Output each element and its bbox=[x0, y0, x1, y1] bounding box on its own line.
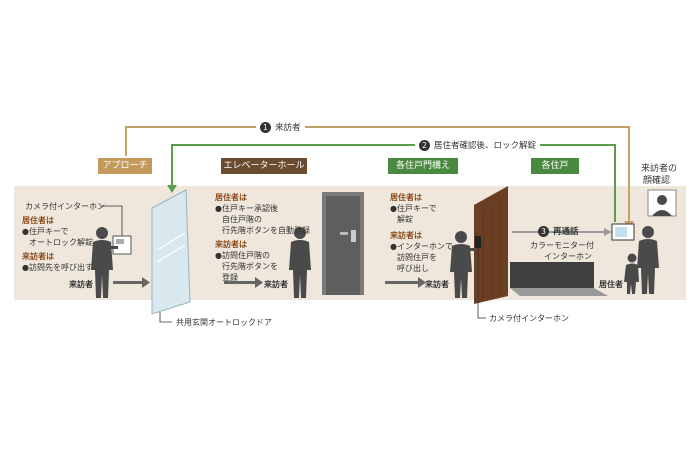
zone-unit: 各住戸 bbox=[531, 158, 579, 174]
approach-resident-line2: オートロック解錠 bbox=[29, 238, 93, 247]
elevator-visitor-line1: ●訪問住戸階の bbox=[215, 251, 270, 260]
approach-resident-title: 居住者は bbox=[22, 216, 54, 225]
elevator-visitor-tag: 来訪者 bbox=[264, 280, 288, 289]
step-number-2: 2 bbox=[419, 139, 430, 151]
flow-label-3: 3 再通話 bbox=[534, 225, 583, 237]
glass-door bbox=[151, 189, 191, 315]
flow-line-1 bbox=[125, 126, 630, 222]
flow-text-3: 再通話 bbox=[553, 227, 579, 237]
unit-monitor-line2: インターホン bbox=[544, 252, 592, 261]
flow-line-2 bbox=[171, 144, 616, 222]
gate-visitor-line3: 呼び出し bbox=[397, 264, 429, 273]
elevator-resident-line2: 自住戸階の bbox=[222, 215, 262, 224]
unit-door bbox=[474, 186, 508, 304]
person-gate-visitor bbox=[450, 231, 476, 298]
flow-text-2: 居住者確認後、ロック解錠 bbox=[434, 141, 537, 151]
gate-visitor-title: 来訪者は bbox=[390, 231, 422, 240]
approach-visitor-title: 来訪者は bbox=[22, 252, 54, 261]
flow-arrow-3 bbox=[604, 228, 612, 236]
flow-arrow-2 bbox=[167, 185, 177, 193]
step-number-1: 1 bbox=[260, 121, 271, 133]
flow-label-1: 1 来訪者 bbox=[256, 121, 305, 133]
elevator-resident-line3: 行先階ボタンを自動登録 bbox=[222, 226, 310, 235]
approach-visitor-line1: ●訪問先を呼び出す bbox=[22, 263, 93, 272]
zone-unit-gate: 各住戸門構え bbox=[388, 158, 458, 174]
person-resident-adult bbox=[637, 226, 659, 294]
gate-resident-title: 居住者は bbox=[390, 193, 422, 202]
flow-text-1: 来訪者 bbox=[275, 123, 301, 133]
elevator-resident-title: 居住者は bbox=[215, 193, 247, 202]
elevator-visitor-title: 来訪者は bbox=[215, 240, 247, 249]
zone-elevator-hall: エレベーターホール bbox=[221, 158, 307, 174]
unit-face-line1: 来訪者の bbox=[641, 164, 678, 174]
gate-resident-line1: ●住戸キーで bbox=[390, 204, 437, 213]
elevator-resident-line1: ●住戸キー承認後 bbox=[215, 204, 278, 213]
elevator-visitor-line2: 行先階ボタンを bbox=[222, 262, 278, 271]
door-caption: 共用玄関オートロックドア bbox=[176, 318, 272, 327]
unit-face-line2: 顔確認 bbox=[643, 176, 671, 186]
elevator-visitor-line3: 登録 bbox=[222, 273, 238, 282]
unit-resident-tag: 居住者 bbox=[599, 280, 623, 289]
gate-resident-line2: 解錠 bbox=[397, 215, 413, 224]
person-approach-visitor bbox=[91, 227, 118, 298]
approach-camera-intercom: カメラ付インターホン bbox=[25, 202, 105, 211]
zone-approach: アプローチ bbox=[98, 158, 152, 174]
flow-label-2: 2 居住者確認後、ロック解錠 bbox=[415, 139, 541, 151]
gate-visitor-line1: ●インターホンで bbox=[390, 242, 453, 251]
gate-visitor-tag: 来訪者 bbox=[425, 280, 449, 289]
unit-monitor-line1: カラーモニター付 bbox=[530, 241, 594, 250]
gate-wall bbox=[510, 262, 594, 288]
gate-visitor-line2: 訪問住戸を bbox=[397, 253, 437, 262]
person-elevator-visitor bbox=[289, 227, 311, 298]
approach-visitor-tag: 来訪者 bbox=[69, 280, 93, 289]
approach-resident-line1: ●住戸キーで bbox=[22, 227, 69, 236]
gate-camera-caption: カメラ付インターホン bbox=[489, 314, 569, 323]
step-number-3: 3 bbox=[538, 225, 549, 237]
person-resident-child bbox=[624, 253, 639, 294]
